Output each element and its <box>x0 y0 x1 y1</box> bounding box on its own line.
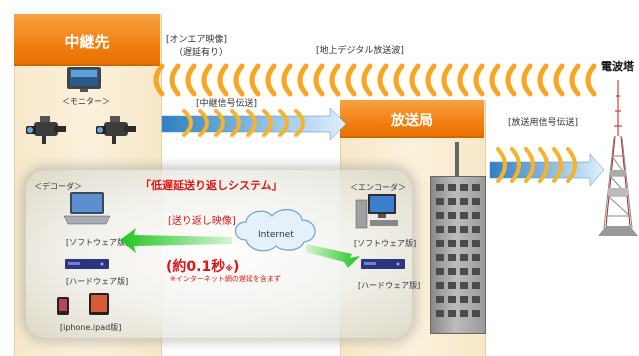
decoder-software-label: [ソフトウェア版] <box>66 238 129 247</box>
encoder-label: ＜エンコーダ＞ <box>350 183 406 192</box>
on-air-delay-label: （遅延有り） <box>174 48 229 58</box>
laptop-icon <box>63 192 111 225</box>
decoder-hardware-label: [ハードウェア版] <box>66 277 129 286</box>
broadcast-wave <box>496 147 577 183</box>
encoder-hardware-label: [ハードウェア版] <box>358 281 421 290</box>
relay-header: 中継先 <box>14 14 160 66</box>
radio-tower-icon <box>598 80 638 236</box>
delay-value-close: ) <box>232 259 240 275</box>
relay-wave <box>182 109 305 137</box>
internet-cloud-shape <box>234 209 316 252</box>
internet-label: Internet <box>258 230 294 240</box>
return-video-label: [送り返し映像] <box>168 216 236 227</box>
decoder-iphone-label: [iphone.ipad版] <box>60 323 122 332</box>
relay-signal-label: [中継信号伝送] <box>196 99 258 109</box>
video-camera-icon-2 <box>96 116 136 144</box>
internet-delay-note: ※インターネット網の遅延を含まず <box>170 275 281 283</box>
ipad-icon <box>89 293 109 315</box>
delay-value-note: ※ <box>225 264 233 273</box>
tower-label: 電波塔 <box>601 60 634 73</box>
decoder-label: ＜デコーダ＞ <box>34 182 82 191</box>
terrestrial-wave <box>153 63 597 97</box>
building-antenna <box>455 142 459 176</box>
return-arrow-right <box>306 244 360 268</box>
hardware-encoder-icon <box>361 259 405 269</box>
station-header: 放送局 <box>340 100 484 138</box>
encoder-software-label: [ソフトウェア版] <box>354 239 417 248</box>
system-title: 「低遅延送り返しシステム」 <box>140 179 283 192</box>
on-air-label: [オンエア映像] <box>166 35 228 45</box>
delay-value: (約0.1秒※) <box>166 256 239 276</box>
delay-value-text: (約0.1秒 <box>166 259 226 275</box>
terrestrial-label: [地上デジタル放送波] <box>316 46 404 56</box>
building-windows <box>436 184 480 317</box>
relay-title: 中継先 <box>64 33 110 51</box>
monitor-label: ＜モニター＞ <box>62 97 110 106</box>
hardware-decoder-icon <box>65 259 109 269</box>
monitor-icon <box>67 67 101 92</box>
station-title: 放送局 <box>391 113 433 129</box>
desktop-pc-icon <box>355 194 398 229</box>
video-camera-icon-1 <box>26 116 66 144</box>
iphone-icon <box>57 297 69 315</box>
return-arrow-left <box>120 228 232 253</box>
broadcast-signal-label: [放送用信号伝送] <box>508 118 579 128</box>
